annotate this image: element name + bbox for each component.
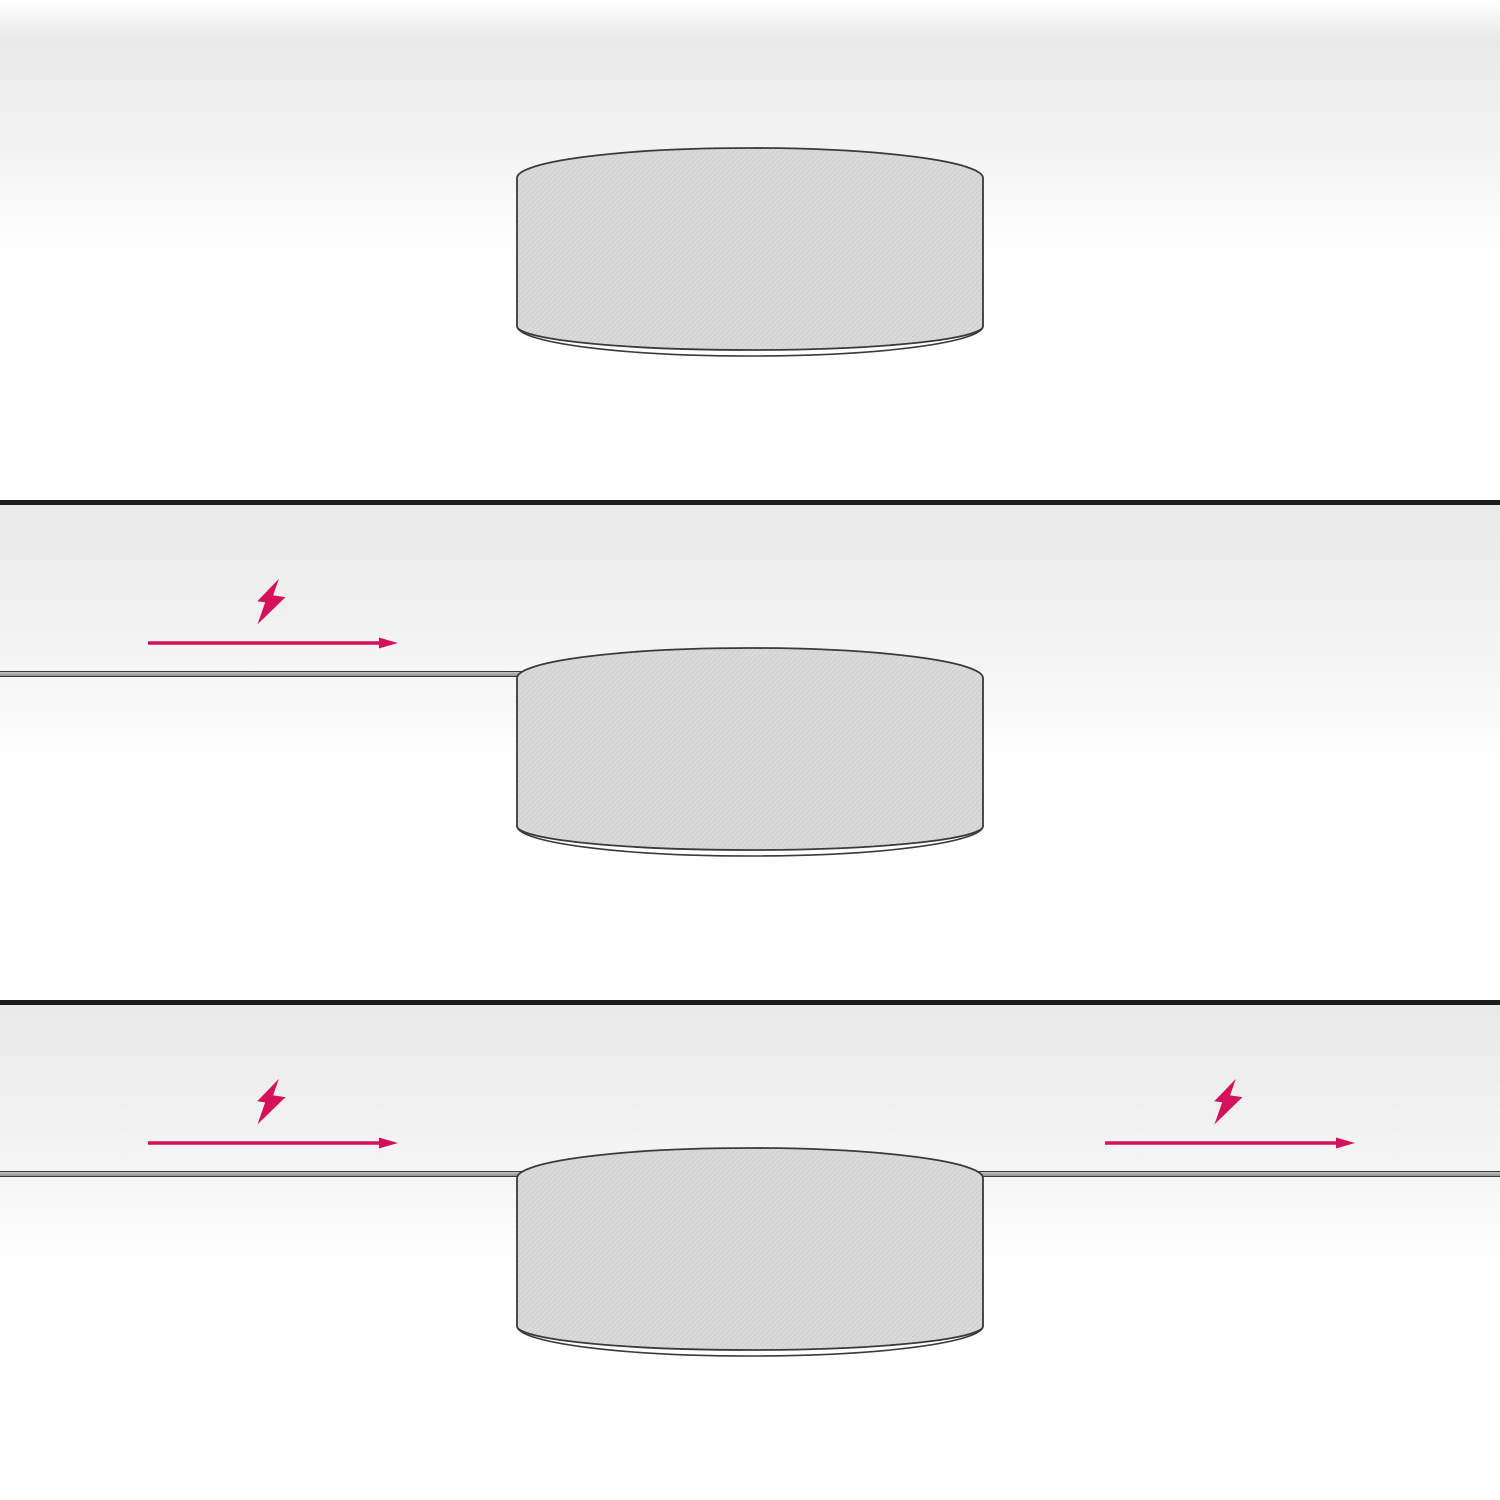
drum-lampshade — [516, 147, 984, 357]
power-cable-left — [0, 1171, 750, 1177]
drum-lampshade — [516, 1147, 984, 1357]
lightning-bolt-icon — [257, 578, 286, 625]
panel-lamp-cable-left — [0, 500, 1500, 1000]
lampshade-body — [516, 147, 984, 351]
panel-lamp-cable-through — [0, 1000, 1500, 1500]
flow-arrow-icon — [148, 637, 398, 649]
flow-arrow-icon — [1105, 1137, 1355, 1149]
panel-divider — [0, 1000, 1500, 1005]
panel-lamp-no-cable — [0, 0, 1500, 500]
lightning-bolt-icon — [257, 1078, 286, 1125]
flow-arrow-icon — [148, 1137, 398, 1149]
power-cable-left — [0, 671, 750, 677]
panel-divider — [0, 500, 1500, 505]
lampshade-body — [516, 1147, 984, 1351]
power-flow-left — [148, 578, 398, 650]
lampshade-body — [516, 647, 984, 851]
power-flow-left — [148, 1078, 398, 1150]
lightning-bolt-icon — [1214, 1078, 1243, 1125]
power-cable-right — [750, 1171, 1500, 1177]
power-flow-right — [1105, 1078, 1355, 1150]
drum-lampshade — [516, 647, 984, 857]
